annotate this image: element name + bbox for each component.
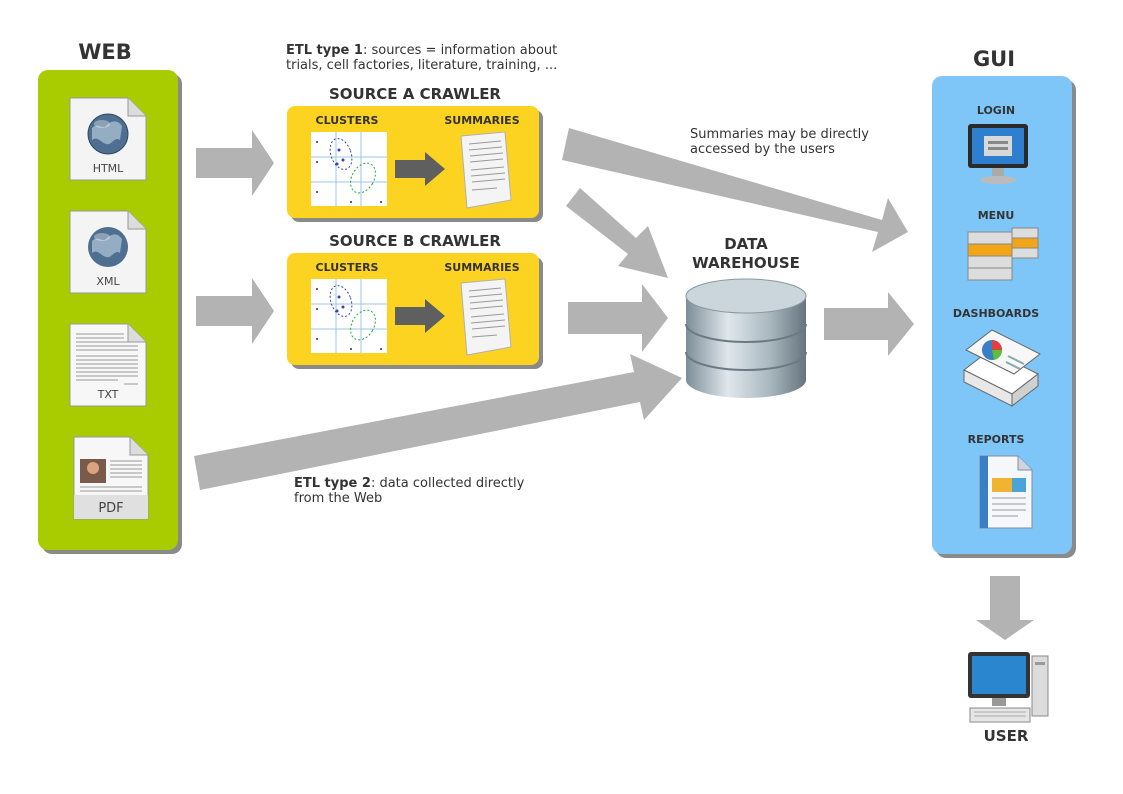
report-document-icon: [979, 455, 1033, 529]
clusters-label: CLUSTERS: [315, 261, 379, 274]
dark-arrow-icon: [395, 152, 445, 186]
html-globe-file-icon: [69, 97, 147, 181]
summaries-note: Summaries may be directly accessed by th…: [690, 127, 900, 157]
login-monitor-icon: [968, 124, 1028, 184]
arrow-crawler-a-to-warehouse: [566, 188, 668, 278]
summaries-note-line2: accessed by the users: [690, 142, 835, 157]
gui-item-login-label: LOGIN: [976, 104, 1016, 117]
web-file-html: HTML: [68, 96, 148, 181]
txt-file-icon: [69, 323, 147, 407]
etl-type-1-text: : sources = information about: [362, 43, 558, 58]
web-file-pdf: PDF: [72, 435, 150, 521]
web-file-txt: TXT: [68, 322, 148, 408]
database-icon: [685, 278, 807, 398]
summaries-label: SUMMARIES: [444, 114, 520, 127]
crawler-b-title: SOURCE B CRAWLER: [329, 232, 501, 250]
etl-type-1-label: ETL type 1: [286, 43, 363, 58]
pdf-file-icon: [73, 436, 149, 520]
warehouse-title-line1: DATA: [724, 235, 768, 253]
file-label: TXT: [97, 388, 119, 401]
summaries-label: SUMMARIES: [444, 261, 520, 274]
xml-globe-file-icon: [69, 210, 147, 294]
file-label: HTML: [92, 162, 124, 175]
file-label: PDF: [98, 501, 124, 516]
gui-title: GUI: [972, 47, 1016, 71]
summaries-note-line1: Summaries may be directly: [690, 127, 869, 142]
etl-type-1-note: ETL type 1: sources = information about …: [286, 43, 586, 73]
etl-type-2-label: ETL type 2: [294, 476, 371, 491]
etl-type-2-line2: from the Web: [294, 491, 383, 506]
user-label: USER: [983, 727, 1029, 745]
crawler-a-box: CLUSTERS SUMMARIES: [287, 106, 539, 218]
etl-type-2-text: : data collected directly: [370, 476, 525, 491]
cluster-plot-icon: [311, 279, 387, 353]
arrow-warehouse-to-gui: [824, 292, 914, 356]
gui-item-dashboards-label: DASHBOARDS: [952, 307, 1040, 320]
gui-item-reports-label: REPORTS: [967, 433, 1025, 446]
arrow-web-to-crawler-b: [196, 278, 274, 344]
web-title: WEB: [78, 40, 132, 64]
dark-arrow-icon: [395, 299, 445, 333]
summary-document-icon: [460, 131, 512, 209]
warehouse-title-line2: WAREHOUSE: [692, 254, 800, 272]
desktop-computer-icon: [968, 652, 1049, 723]
arrow-summaries-to-gui: [562, 128, 908, 252]
arrow-web-to-warehouse: [194, 354, 682, 490]
arrow-web-to-crawler-a: [196, 130, 274, 196]
etl-type-1-line2: trials, cell factories, literature, trai…: [286, 58, 558, 73]
clusters-label: CLUSTERS: [315, 114, 379, 127]
arrow-crawler-b-to-warehouse: [568, 284, 668, 352]
etl-type-2-note: ETL type 2: data collected directly from…: [294, 476, 564, 506]
web-file-xml: XML: [68, 209, 148, 294]
arrow-gui-to-user: [976, 576, 1034, 640]
dashboard-icon: [963, 329, 1041, 408]
crawler-b-box: CLUSTERS SUMMARIES: [287, 253, 539, 365]
crawler-a-title: SOURCE A CRAWLER: [329, 85, 501, 103]
menu-icon: [967, 227, 1039, 281]
file-label: XML: [96, 275, 120, 288]
cluster-plot-icon: [311, 132, 387, 206]
warehouse-title: DATA WAREHOUSE: [676, 235, 816, 273]
summary-document-icon: [460, 278, 512, 356]
gui-item-menu-label: MENU: [977, 209, 1015, 222]
